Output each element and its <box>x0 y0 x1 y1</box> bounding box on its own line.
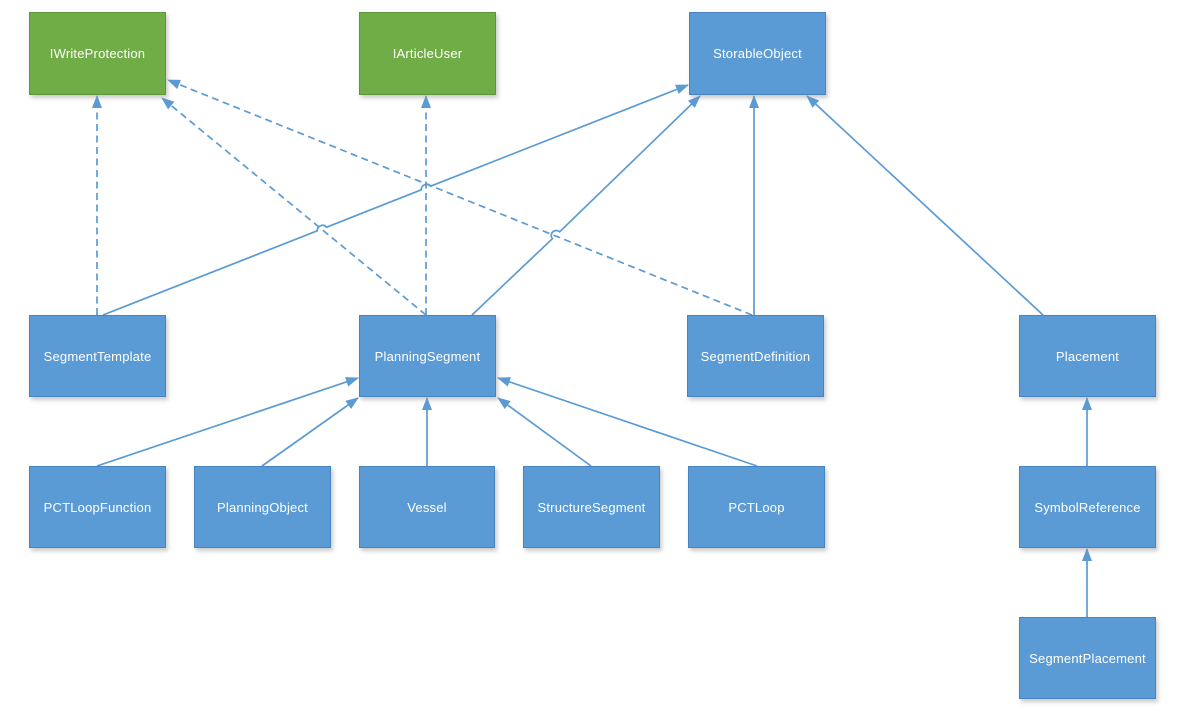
edge-implementation-SegmentDefinition-to-IWriteProtection <box>167 79 753 316</box>
node-SymbolReference: SymbolReference <box>1019 466 1156 548</box>
node-SegmentPlacement: SegmentPlacement <box>1019 617 1156 699</box>
edge-inheritance-PCTLoopFunction-to-PlanningSegment <box>96 377 359 467</box>
node-StorableObject: StorableObject <box>689 12 826 95</box>
node-IArticleUser: IArticleUser <box>359 12 496 95</box>
edge-inheritance-PlanningObject-to-PlanningSegment <box>261 397 359 467</box>
node-Placement: Placement <box>1019 315 1156 397</box>
node-StructureSegment: StructureSegment <box>523 466 660 548</box>
node-SegmentDefinition: SegmentDefinition <box>687 315 824 397</box>
edge-inheritance-SegmentTemplate-to-StorableObject <box>102 84 689 316</box>
diagram-edges <box>92 79 1092 617</box>
node-PlanningObject: PlanningObject <box>194 466 331 548</box>
node-PlanningSegment: PlanningSegment <box>359 315 496 397</box>
edge-inheritance-Placement-to-StorableObject <box>806 95 1044 316</box>
edge-inheritance-PlanningSegment-to-StorableObject <box>471 95 701 316</box>
edge-inheritance-StructureSegment-to-PlanningSegment <box>497 397 592 467</box>
edge-inheritance-PCTLoop-to-PlanningSegment <box>497 377 758 467</box>
node-PCTLoop: PCTLoop <box>688 466 825 548</box>
node-IWriteProtection: IWriteProtection <box>29 12 166 95</box>
node-Vessel: Vessel <box>359 466 495 548</box>
edge-implementation-PlanningSegment-to-IWriteProtection <box>161 97 427 316</box>
node-PCTLoopFunction: PCTLoopFunction <box>29 466 166 548</box>
node-SegmentTemplate: SegmentTemplate <box>29 315 166 397</box>
